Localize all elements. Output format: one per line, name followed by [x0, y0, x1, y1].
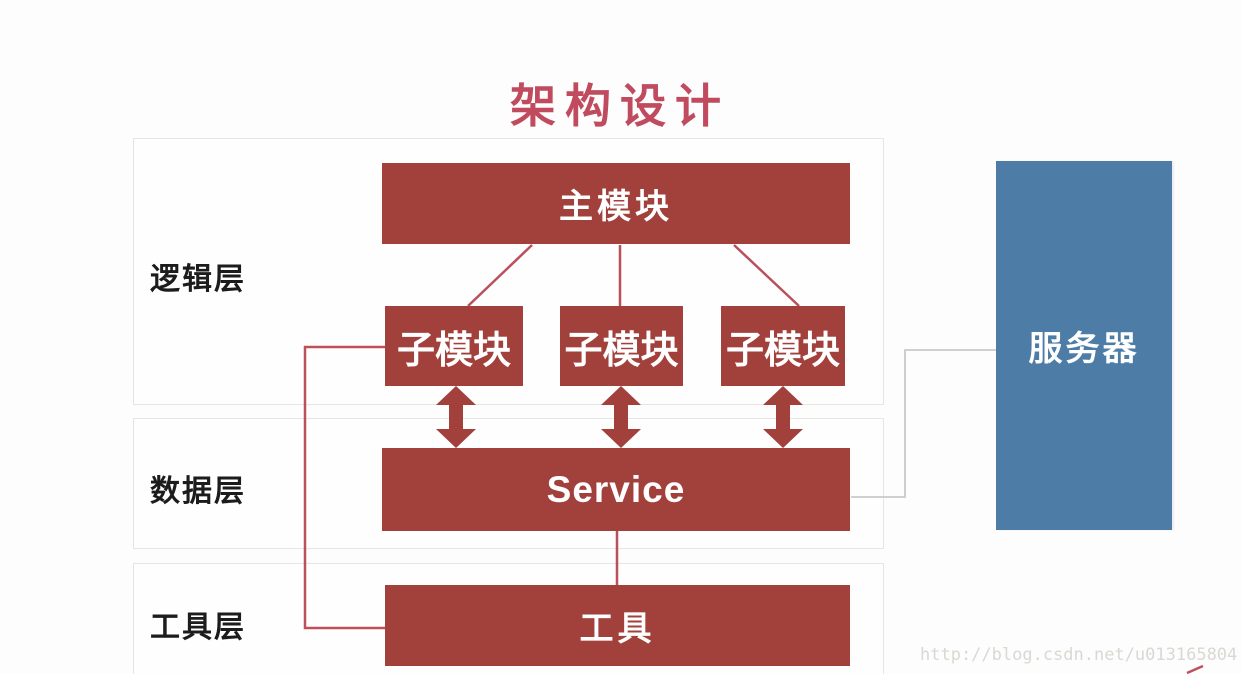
edge-main-to-sub1 — [467, 244, 533, 307]
double-arrow-icon — [601, 386, 641, 448]
node-sub-module-1: 子模块 — [385, 306, 523, 386]
double-arrow-icon — [763, 386, 803, 448]
label-logic-layer: 逻辑层 — [150, 263, 246, 296]
watermark-url: http://blog.csdn.net/u013165804 — [920, 645, 1238, 665]
node-sub-module-3: 子模块 — [721, 306, 845, 386]
node-server: 服务器 — [996, 161, 1172, 530]
node-sub-module-2: 子模块 — [560, 306, 683, 386]
edge-main-to-sub3 — [733, 244, 800, 307]
page-title: 架构设计 — [510, 80, 730, 132]
node-main-module: 主模块 — [382, 163, 850, 244]
node-tools: 工具 — [385, 585, 850, 666]
node-service: Service — [382, 448, 850, 531]
edge-sub1-to-tools-elbow — [303, 345, 385, 630]
watermark-tick — [1186, 664, 1204, 674]
edge-server-to-service-elbow — [851, 349, 996, 498]
label-tools-layer: 工具层 — [150, 611, 246, 644]
double-arrow-icon — [436, 386, 476, 448]
label-data-layer: 数据层 — [150, 475, 246, 508]
